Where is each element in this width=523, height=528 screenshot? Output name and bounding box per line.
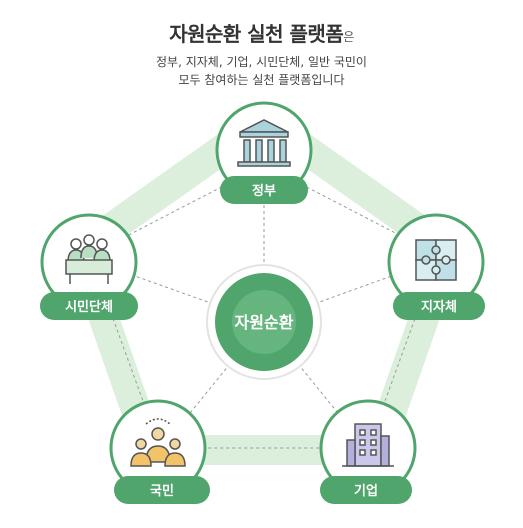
node-civic-label: 시민단체 bbox=[65, 299, 113, 315]
meeting-table-icon bbox=[65, 234, 113, 284]
node-gov[interactable]: 정부 bbox=[215, 101, 313, 204]
page-title: 자원순환 실천 플랫폼은 bbox=[169, 22, 354, 46]
government-building-icon bbox=[237, 119, 291, 167]
node-local[interactable]: 지자체 bbox=[387, 213, 485, 320]
node-company[interactable]: 기업 bbox=[319, 399, 417, 504]
page-subtitle: 정부, 지자체, 기업, 시민단체, 일반 국민이 모두 참여하는 실천 플랫폼… bbox=[0, 53, 523, 89]
node-company-label: 기업 bbox=[354, 484, 378, 499]
people-group-icon bbox=[130, 418, 186, 467]
node-citizen[interactable]: 국민 bbox=[109, 399, 210, 504]
office-building-icon bbox=[342, 423, 394, 467]
node-citizen-label: 국민 bbox=[150, 483, 174, 499]
center-label: 자원순환 bbox=[235, 313, 294, 332]
node-local-label: 지자체 bbox=[421, 300, 457, 315]
header: 자원순환 실천 플랫폼은 정부, 지자체, 기업, 시민단체, 일반 국민이 모… bbox=[0, 18, 523, 89]
node-gov-label: 정부 bbox=[252, 183, 276, 199]
node-civic[interactable]: 시민단체 bbox=[40, 213, 138, 320]
center-hub: 자원순환 bbox=[206, 264, 322, 380]
subtitle-line-2: 모두 참여하는 실천 플랫폼입니다 bbox=[178, 73, 345, 87]
subtitle-line-1: 정부, 지자체, 기업, 시민단체, 일반 국민이 bbox=[156, 55, 367, 69]
puzzle-icon bbox=[415, 239, 457, 281]
